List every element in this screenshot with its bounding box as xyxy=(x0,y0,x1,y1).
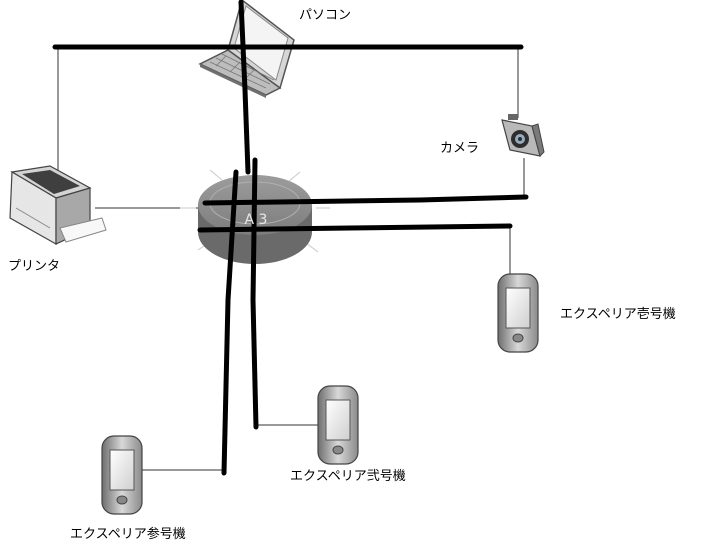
pc-hub-line xyxy=(238,0,251,175)
smartphone-icon xyxy=(101,435,143,515)
phone3-label: エクスペリア参号機 xyxy=(70,527,186,542)
smartphone-icon xyxy=(497,273,539,353)
hub-phone1-line xyxy=(197,223,513,233)
phone2-label: エクスペリア弐号機 xyxy=(290,469,406,484)
phone1-label: エクスペリア壱号機 xyxy=(560,307,676,322)
printer-label: プリンタ xyxy=(8,259,61,274)
laptop-icon xyxy=(198,0,295,98)
pc-label: パソコン xyxy=(299,8,352,23)
printer-icon xyxy=(9,165,107,246)
camera-icon xyxy=(501,114,545,157)
hub-camera-line xyxy=(202,194,529,206)
camera-label: カメラ xyxy=(440,141,480,156)
hub-phone2-line xyxy=(250,157,259,430)
thin-connections xyxy=(57,47,525,471)
hub-label: A 3 xyxy=(245,212,268,228)
hub-phone3-line xyxy=(221,169,239,476)
smartphone-icon xyxy=(317,385,359,465)
thick-connections xyxy=(52,0,529,476)
